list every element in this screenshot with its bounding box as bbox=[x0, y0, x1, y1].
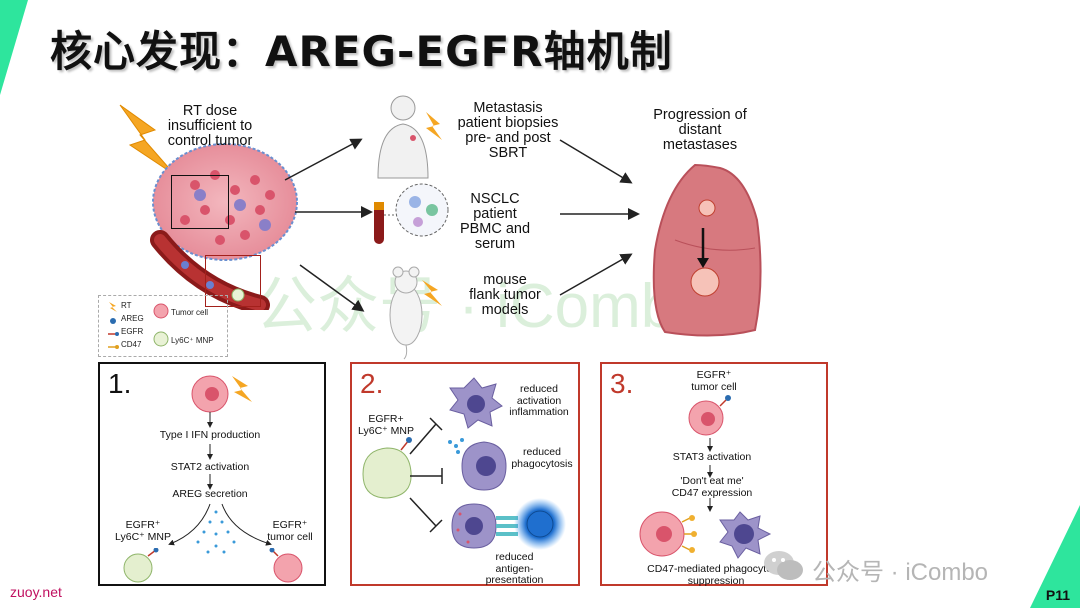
page-title: 核心发现：AREG-EGFR轴机制 bbox=[50, 27, 673, 76]
panel-1-number: 1. bbox=[108, 368, 132, 399]
panel-3-result: CD47-mediated phagocytosis suppression bbox=[647, 563, 785, 587]
corner-accent-bottom-right bbox=[1030, 505, 1080, 608]
vessel-zoom-box bbox=[205, 255, 261, 307]
panel-2-activation-cell-icon bbox=[449, 377, 503, 429]
panel-2-number: 2. bbox=[360, 368, 384, 399]
tumor-zoom-box bbox=[171, 175, 229, 229]
legend: RT AREG EGFR CD47 Tumor cell Ly6C⁺ MNP bbox=[98, 295, 228, 357]
panel-3-phagocytosis-icon bbox=[639, 511, 772, 559]
legend-rt: RT bbox=[121, 301, 132, 310]
mouse-icon bbox=[389, 266, 442, 360]
panel-2-source: EGFR+ Ly6C⁺ MNP bbox=[358, 413, 414, 437]
panel-1-right-target: EGFR⁺ tumor cell bbox=[267, 519, 313, 543]
legend-icons bbox=[108, 302, 119, 349]
panel-3-tumor-cell-icon bbox=[688, 395, 731, 436]
legend-cd47: CD47 bbox=[121, 340, 142, 349]
panel-1-left-target: EGFR⁺ Ly6C⁺ MNP bbox=[115, 519, 171, 543]
outcome-label: Progression of distant metastases bbox=[653, 107, 747, 153]
panel-2-effect-1: reduced activation inflammation bbox=[509, 383, 569, 418]
footer-site: zuoy.net bbox=[10, 584, 62, 600]
legend-areg: AREG bbox=[121, 314, 144, 323]
outcome-arrows bbox=[559, 139, 640, 296]
panel-3-flow-arrows bbox=[707, 438, 713, 478]
source-biopsies-label: Metastasis patient biopsies pre- and pos… bbox=[457, 100, 559, 161]
legend-mnp: Ly6C⁺ MNP bbox=[171, 336, 214, 345]
panel-2-phagocyte-cell-icon bbox=[448, 438, 507, 491]
source-mouse-label: mouse flank tumor models bbox=[469, 272, 541, 318]
panel-1-step-2: STAT2 activation bbox=[170, 461, 250, 473]
lung-illustration bbox=[652, 163, 762, 337]
watermark: 公众号 · iCombo bbox=[255, 272, 710, 341]
panel-3-step-2: 'Don't eat me' CD47 expression bbox=[671, 475, 753, 499]
panel-2-inhibition-lines bbox=[409, 417, 443, 533]
corner-accent-top-left bbox=[0, 0, 28, 95]
panel-1-tumor-target-icon bbox=[269, 548, 303, 583]
patient-figure-icon bbox=[377, 95, 442, 179]
panel-3: 3. EGFR⁺ tumor cell STAT3 activation 'Do… bbox=[600, 362, 828, 586]
legend-tumor: Tumor cell bbox=[171, 308, 209, 317]
panel-2: 2. EGFR+ Ly6C⁺ MNP reduced activation in… bbox=[350, 362, 580, 586]
watermark-badge: 公众号 · iCombo bbox=[812, 559, 989, 586]
panel-3-number: 3. bbox=[610, 368, 634, 399]
source-pbmc-label: NSCLC patient PBMC and serum bbox=[459, 191, 531, 252]
panel-1-step-1: Type I IFN production bbox=[159, 429, 261, 441]
panel-1-areg-diffusion bbox=[168, 503, 272, 554]
panel-1-tumor-cell-icon bbox=[191, 375, 252, 413]
panel-1: 1. Type I IFN production STAT2 activatio… bbox=[98, 362, 326, 586]
wechat-icon bbox=[764, 551, 803, 580]
panel-2-mnp-cell-icon bbox=[362, 437, 412, 499]
panel-2-effect-3: reduced antigen- presentation bbox=[485, 551, 544, 586]
source-arrows bbox=[284, 138, 373, 312]
panel-1-mnp-cell-icon bbox=[123, 548, 159, 583]
panel-1-flow-arrows bbox=[207, 412, 213, 490]
legend-egfr: EGFR bbox=[121, 327, 144, 336]
panel-3-cd47-arrow bbox=[707, 498, 713, 512]
panel-3-step-1: STAT3 activation bbox=[672, 451, 752, 463]
legend-cell-icons bbox=[153, 303, 169, 347]
panel-3-source: EGFR⁺ tumor cell bbox=[691, 369, 737, 393]
page-number: P11 bbox=[1045, 587, 1070, 603]
panel-2-antigen-presentation-icon bbox=[451, 498, 566, 550]
rt-dose-label: RT dose insufficient to control tumor bbox=[167, 103, 253, 149]
panel-1-step-3: AREG secretion bbox=[172, 488, 248, 500]
panel-2-effect-2: reduced phagocytosis bbox=[511, 446, 573, 470]
blood-sample-icon bbox=[374, 183, 449, 244]
